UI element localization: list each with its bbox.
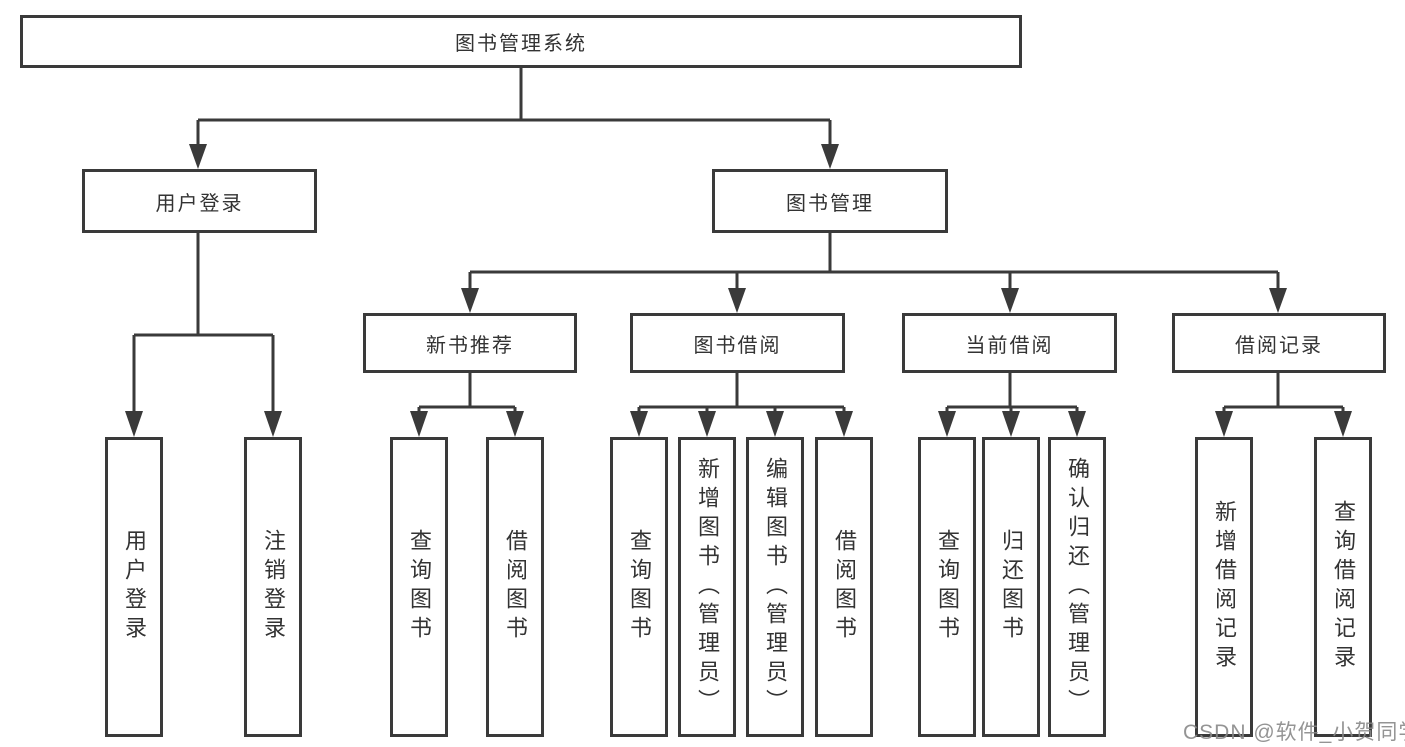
node-user-login-label: 用户登录 — [155, 192, 244, 215]
connector-new-book-recommendation-to-leaves — [410, 373, 524, 437]
leaf-bb-query-books: 查询图书 — [610, 437, 668, 737]
leaf-bb-add-books-admin: 新增图书（管理员） — [678, 437, 736, 737]
leaf-cb-confirm-return-admin-label: 确认归还（管理员） — [1065, 456, 1090, 718]
leaf-nbr-query-books-label: 查询图书 — [407, 529, 432, 645]
node-book-management: 图书管理 — [712, 169, 948, 233]
node-borrowing-records: 借阅记录 — [1172, 313, 1386, 373]
connector-user-login-to-leaves — [125, 233, 282, 437]
leaf-logout-login: 注销登录 — [244, 437, 302, 737]
csdn-watermark: CSDN @软件_小贺同学 — [1183, 721, 1405, 744]
leaf-bb-borrow-books: 借阅图书 — [815, 437, 873, 737]
leaf-nbr-query-books: 查询图书 — [390, 437, 448, 737]
connector-borrowing-records-to-leaves — [1215, 373, 1352, 437]
leaf-nbr-borrow-books-label: 借阅图书 — [503, 529, 528, 645]
leaf-bb-add-books-admin-label: 新增图书（管理员） — [695, 456, 720, 718]
leaf-cb-query-books-label: 查询图书 — [935, 529, 960, 645]
leaf-user-login: 用户登录 — [105, 437, 163, 737]
node-book-management-label: 图书管理 — [786, 192, 874, 215]
leaf-br-query-borrow-record-label: 查询借阅记录 — [1331, 500, 1356, 674]
leaf-bb-borrow-books-label: 借阅图书 — [832, 529, 857, 645]
node-book-borrowing-label: 图书借阅 — [693, 334, 782, 357]
leaf-user-login-label: 用户登录 — [122, 529, 147, 645]
connector-book-borrowing-to-leaves — [630, 373, 853, 437]
leaf-br-add-borrow-record-label: 新增借阅记录 — [1212, 500, 1237, 674]
leaf-br-query-borrow-record: 查询借阅记录 — [1314, 437, 1372, 737]
node-user-login: 用户登录 — [82, 169, 317, 233]
leaf-logout-login-label: 注销登录 — [261, 529, 286, 645]
leaf-cb-return-books: 归还图书 — [982, 437, 1040, 737]
leaf-cb-query-books: 查询图书 — [918, 437, 976, 737]
leaf-cb-confirm-return-admin: 确认归还（管理员） — [1048, 437, 1106, 737]
leaf-cb-return-books-label: 归还图书 — [999, 529, 1024, 645]
node-current-borrowing: 当前借阅 — [902, 313, 1117, 373]
leaf-bb-edit-books-admin: 编辑图书（管理员） — [746, 437, 804, 737]
node-book-borrowing: 图书借阅 — [630, 313, 845, 373]
leaf-bb-edit-books-admin-label: 编辑图书（管理员） — [763, 456, 788, 718]
node-borrowing-records-label: 借阅记录 — [1235, 334, 1323, 357]
leaf-br-add-borrow-record: 新增借阅记录 — [1195, 437, 1253, 737]
node-new-book-recommendation: 新书推荐 — [363, 313, 577, 373]
node-root: 图书管理系统 — [20, 15, 1022, 68]
node-new-book-recommendation-label: 新书推荐 — [426, 334, 514, 357]
leaf-bb-query-books-label: 查询图书 — [627, 529, 652, 645]
connector-current-borrowing-to-leaves — [938, 373, 1086, 437]
connector-book-management-to-sections — [461, 233, 1287, 313]
node-current-borrowing-label: 当前借阅 — [965, 334, 1054, 357]
connector-root-to-level2 — [189, 68, 839, 169]
node-root-label: 图书管理系统 — [455, 33, 587, 55]
leaf-nbr-borrow-books: 借阅图书 — [486, 437, 544, 737]
